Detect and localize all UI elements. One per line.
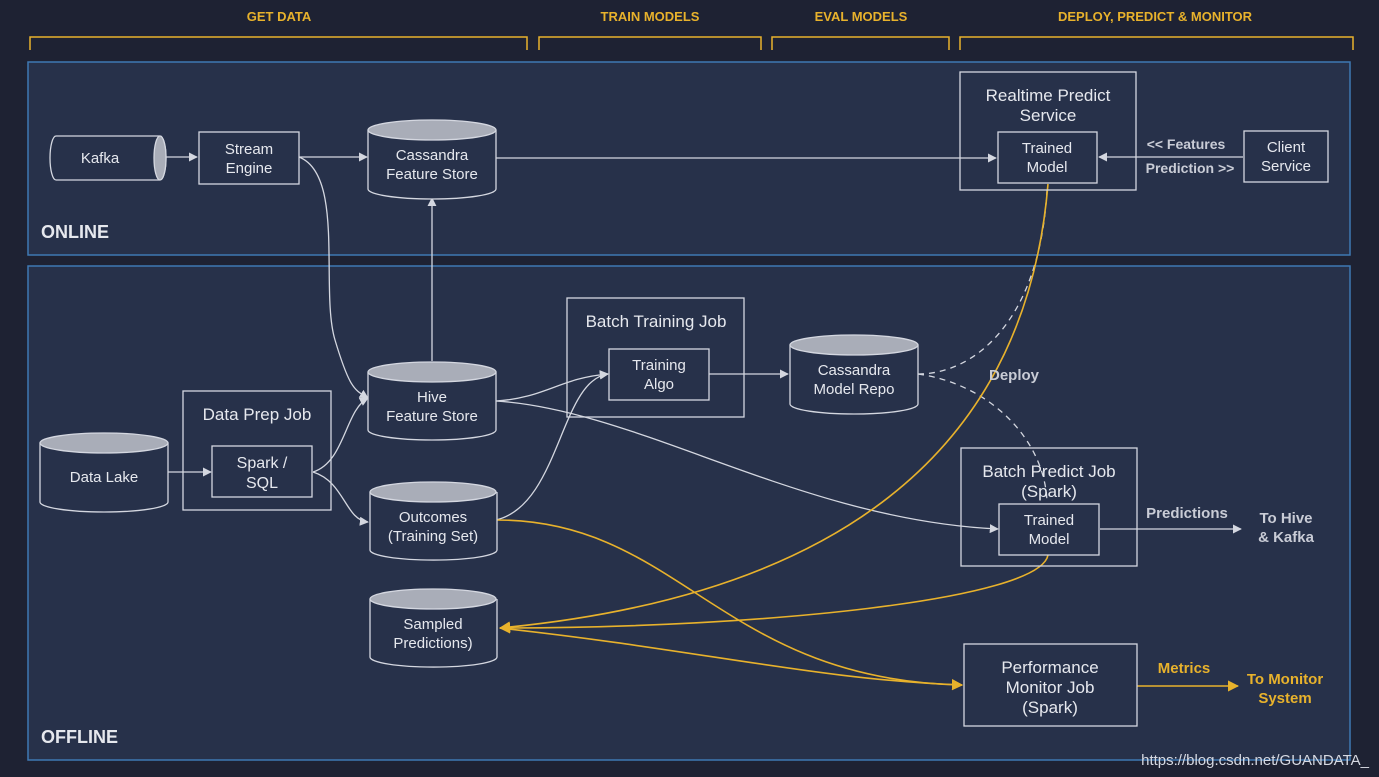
to-hive-kafka-line2: & Kafka — [1258, 529, 1315, 546]
white-connectors — [166, 152, 1243, 534]
prediction-label: Prediction >> — [1146, 160, 1235, 176]
client-service-line2: Service — [1261, 158, 1311, 175]
data-prep-job-label: Data Prep Job — [203, 405, 312, 424]
cassandra-feature-store-node: Cassandra Feature Store — [367, 119, 497, 200]
trained-model-batch-line1: Trained — [1024, 512, 1074, 529]
edge-spark-hive — [312, 397, 369, 473]
edge-spark-outcomes — [312, 471, 369, 526]
spark-sql-box — [211, 445, 313, 498]
training-algo-line2: Algo — [644, 376, 674, 393]
edge-outcomes-training — [495, 370, 609, 521]
outcomes-line1: Outcomes — [399, 509, 467, 526]
edge-hive-batch-model — [495, 400, 999, 534]
edge-batch-model-sampled — [498, 554, 1049, 634]
client-service-node: Client Service — [1243, 130, 1329, 183]
edge-outcomes-monitor — [496, 519, 964, 691]
sampled-predictions-line2: Predictions) — [393, 635, 472, 652]
cassandra-model-repo-line1: Cassandra — [818, 362, 891, 379]
hive-feature-store-node: Hive Feature Store — [367, 361, 497, 441]
sampled-predictions-node: Sampled Predictions) — [369, 588, 498, 668]
features-label: << Features — [1147, 136, 1226, 152]
realtime-predict-line1: Realtime Predict — [986, 86, 1111, 105]
realtime-predict-line2: Service — [1020, 106, 1077, 125]
trained-model-online-line2: Model — [1027, 159, 1068, 176]
trained-model-batch-line2: Model — [1029, 531, 1070, 548]
cassandra-model-repo-line2: Model Repo — [814, 381, 895, 398]
predictions-label: Predictions — [1146, 505, 1228, 522]
batch-predict-job-line2: (Spark) — [1021, 482, 1077, 501]
stream-engine-line1: Stream — [225, 141, 273, 158]
data-lake-node: Data Lake — [39, 432, 169, 513]
hive-feature-store-line1: Hive — [417, 389, 447, 406]
kafka-label: Kafka — [81, 150, 120, 167]
trained-model-batch-box — [998, 503, 1100, 556]
sampled-predictions-line1: Sampled — [403, 616, 462, 633]
bracket-get-data — [29, 36, 528, 50]
stage-train-models-label: TRAIN MODELS — [601, 9, 700, 24]
stream-engine-line2: Engine — [226, 160, 273, 177]
metrics-label: Metrics — [1158, 660, 1211, 677]
stage-brackets — [29, 36, 1354, 50]
performance-monitor-job-node: Performance Monitor Job (Spark) — [963, 643, 1138, 727]
cassandra-feature-store-line1: Cassandra — [396, 147, 469, 164]
offline-panel — [27, 265, 1351, 761]
outcomes-line2: (Training Set) — [388, 528, 478, 545]
edge-stream-hive — [298, 156, 369, 399]
cassandra-model-repo-node: Cassandra Model Repo — [789, 334, 919, 415]
watermark-url: https://blog.csdn.net/GUANDATA_ — [1141, 752, 1369, 769]
yellow-connectors — [496, 183, 1240, 692]
client-service-line1: Client — [1267, 139, 1306, 156]
bracket-deploy — [959, 36, 1354, 50]
spark-sql-line2: SQL — [246, 475, 278, 492]
training-algo-box — [608, 348, 710, 401]
stage-get-data-label: GET DATA — [247, 9, 312, 24]
to-monitor-system-line1: To Monitor — [1247, 671, 1324, 688]
outcomes-node: Outcomes (Training Set) — [369, 481, 498, 561]
batch-training-job-node: Batch Training Job Training Algo — [566, 297, 745, 418]
online-section-label: ONLINE — [41, 222, 109, 242]
edge-sampled-monitor — [499, 627, 964, 691]
training-algo-line1: Training — [632, 357, 686, 374]
edge-hive-training — [495, 370, 609, 402]
batch-predict-job-node: Batch Predict Job (Spark) Trained Model — [960, 447, 1138, 567]
trained-model-online-box — [997, 131, 1098, 184]
stream-engine-node: Stream Engine — [198, 131, 300, 185]
trained-model-online-line1: Trained — [1022, 140, 1072, 157]
performance-monitor-line1: Performance — [1001, 658, 1098, 677]
performance-monitor-line2: Monitor Job — [1006, 678, 1095, 697]
deploy-label: Deploy — [989, 367, 1040, 384]
cassandra-feature-store-line2: Feature Store — [386, 166, 478, 183]
data-prep-job-node: Data Prep Job Spark / SQL — [182, 390, 332, 511]
bracket-train-models — [538, 36, 762, 50]
offline-section-label: OFFLINE — [41, 727, 118, 747]
stage-eval-models-label: EVAL MODELS — [815, 9, 908, 24]
data-lake-label: Data Lake — [70, 469, 138, 486]
batch-training-job-label: Batch Training Job — [586, 312, 727, 331]
stage-headers: GET DATA TRAIN MODELS EVAL MODELS DEPLOY… — [247, 9, 1253, 24]
performance-monitor-line3: (Spark) — [1022, 698, 1078, 717]
to-hive-kafka-line1: To Hive — [1259, 510, 1312, 527]
to-monitor-system-line2: System — [1258, 690, 1311, 707]
bracket-eval-models — [771, 36, 950, 50]
hive-feature-store-line2: Feature Store — [386, 408, 478, 425]
edge-online-model-sampled — [498, 183, 1049, 633]
realtime-predict-service-node: Realtime Predict Service Trained Model — [959, 71, 1137, 191]
kafka-node: Kafka — [49, 135, 167, 181]
spark-sql-line1: Spark / — [237, 455, 288, 472]
batch-predict-job-line1: Batch Predict Job — [982, 462, 1115, 481]
stage-deploy-label: DEPLOY, PREDICT & MONITOR — [1058, 9, 1253, 24]
edge-deploy-batch — [917, 373, 1048, 503]
